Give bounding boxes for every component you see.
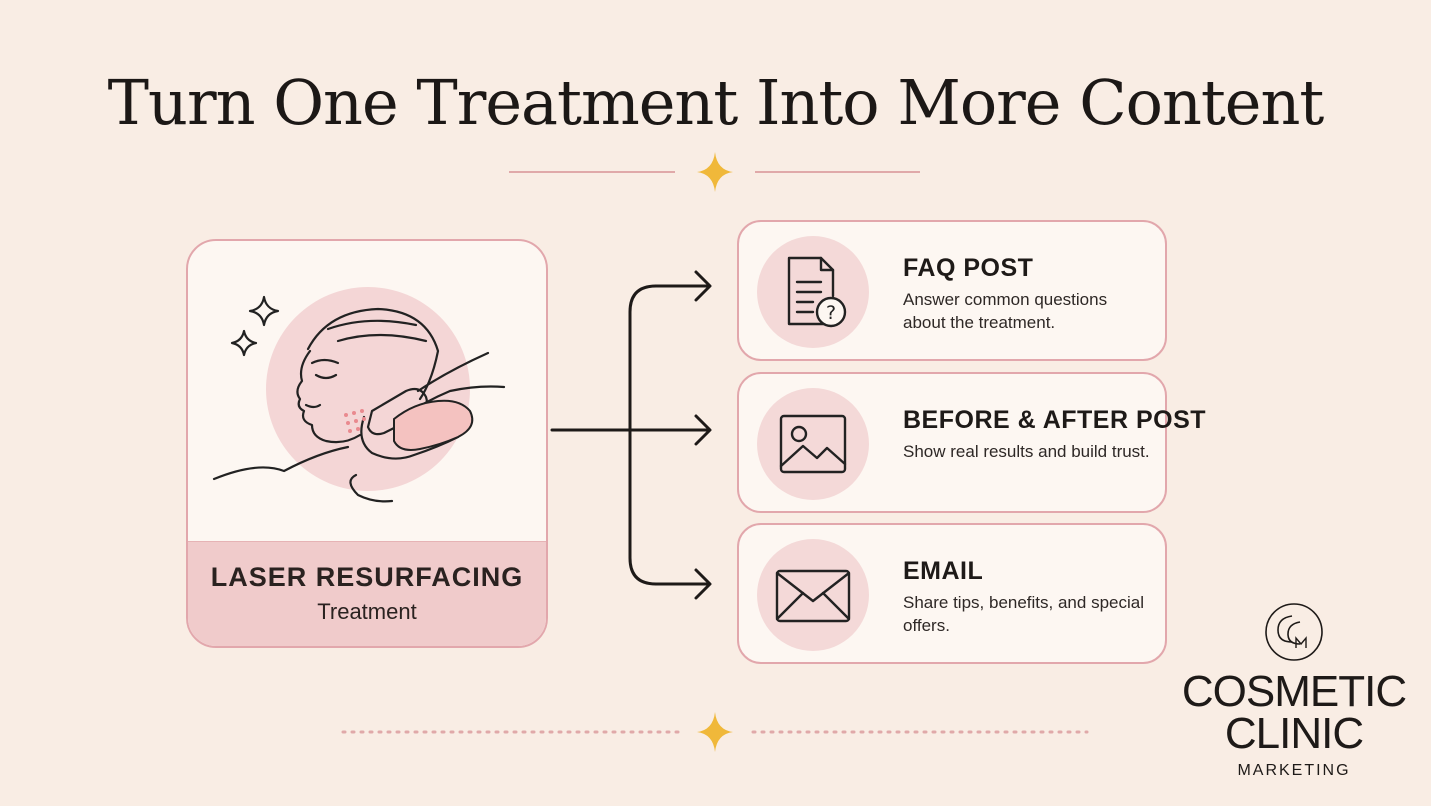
bottom-divider	[341, 712, 1089, 752]
title-divider	[509, 152, 920, 192]
logo-monogram-icon	[1265, 603, 1323, 661]
icon-circle	[757, 388, 869, 500]
brand-logo: COSMETIC CLINIC MARKETING	[1176, 600, 1412, 790]
branch-connector	[550, 270, 712, 600]
treatment-label-panel: LASER RESURFACING Treatment	[188, 541, 546, 646]
output-description: Show real results and build trust.	[903, 442, 1150, 461]
closed-eye	[314, 373, 338, 380]
treatment-name: LASER RESURFACING	[210, 562, 524, 592]
gold-star-icon	[697, 152, 733, 192]
icon-circle: ?	[757, 236, 869, 348]
treatment-subtitle: Treatment	[317, 599, 417, 624]
logo-text-clinic: CLINIC	[1224, 709, 1364, 758]
treatment-card: LASER RESURFACING Treatment	[186, 239, 548, 648]
output-title: BEFORE & AFTER POST	[903, 406, 1207, 434]
face-profile	[296, 349, 362, 444]
mouth	[304, 403, 322, 409]
output-card-before-after: BEFORE & AFTER POST Show real results an…	[737, 372, 1206, 513]
logo-text-cosmetic: COSMETIC	[1181, 667, 1407, 716]
output-card-email: EMAIL Share tips, benefits, and special …	[737, 523, 1167, 664]
output-card-faq: ? FAQ POST Answer common questions about…	[737, 220, 1167, 361]
illustration-backdrop	[266, 287, 470, 491]
laser-treatment-illustration	[212, 287, 506, 503]
connector-branch	[628, 284, 658, 586]
headband	[326, 319, 428, 343]
arrow-head-icon	[694, 568, 712, 600]
glove	[393, 399, 474, 451]
eyebrow	[310, 358, 340, 365]
logo-text-marketing: MARKETING	[1237, 762, 1351, 779]
hair-strand	[349, 473, 394, 503]
gold-star-icon	[697, 712, 733, 752]
output-description: Answer common questions about the treatm…	[903, 290, 1108, 332]
arrow-head-icon	[694, 270, 712, 302]
laser-dots	[344, 409, 366, 433]
hair-outline	[306, 307, 440, 401]
sparkle-icon	[248, 295, 280, 327]
icon-circle	[757, 539, 869, 651]
faq-document-icon: ?	[787, 256, 847, 328]
output-title: EMAIL	[903, 557, 984, 585]
envelope-icon	[775, 569, 851, 623]
page-title: Turn One Treatment Into More Content	[107, 66, 1325, 139]
arrow-head-icon	[694, 414, 712, 446]
output-title: FAQ POST	[903, 254, 1034, 282]
sparkle-icon	[230, 329, 258, 357]
neck-shoulder	[212, 445, 350, 481]
svg-text:?: ?	[826, 302, 836, 324]
output-description: Share tips, benefits, and special offers…	[903, 593, 1144, 635]
image-icon	[779, 414, 847, 474]
